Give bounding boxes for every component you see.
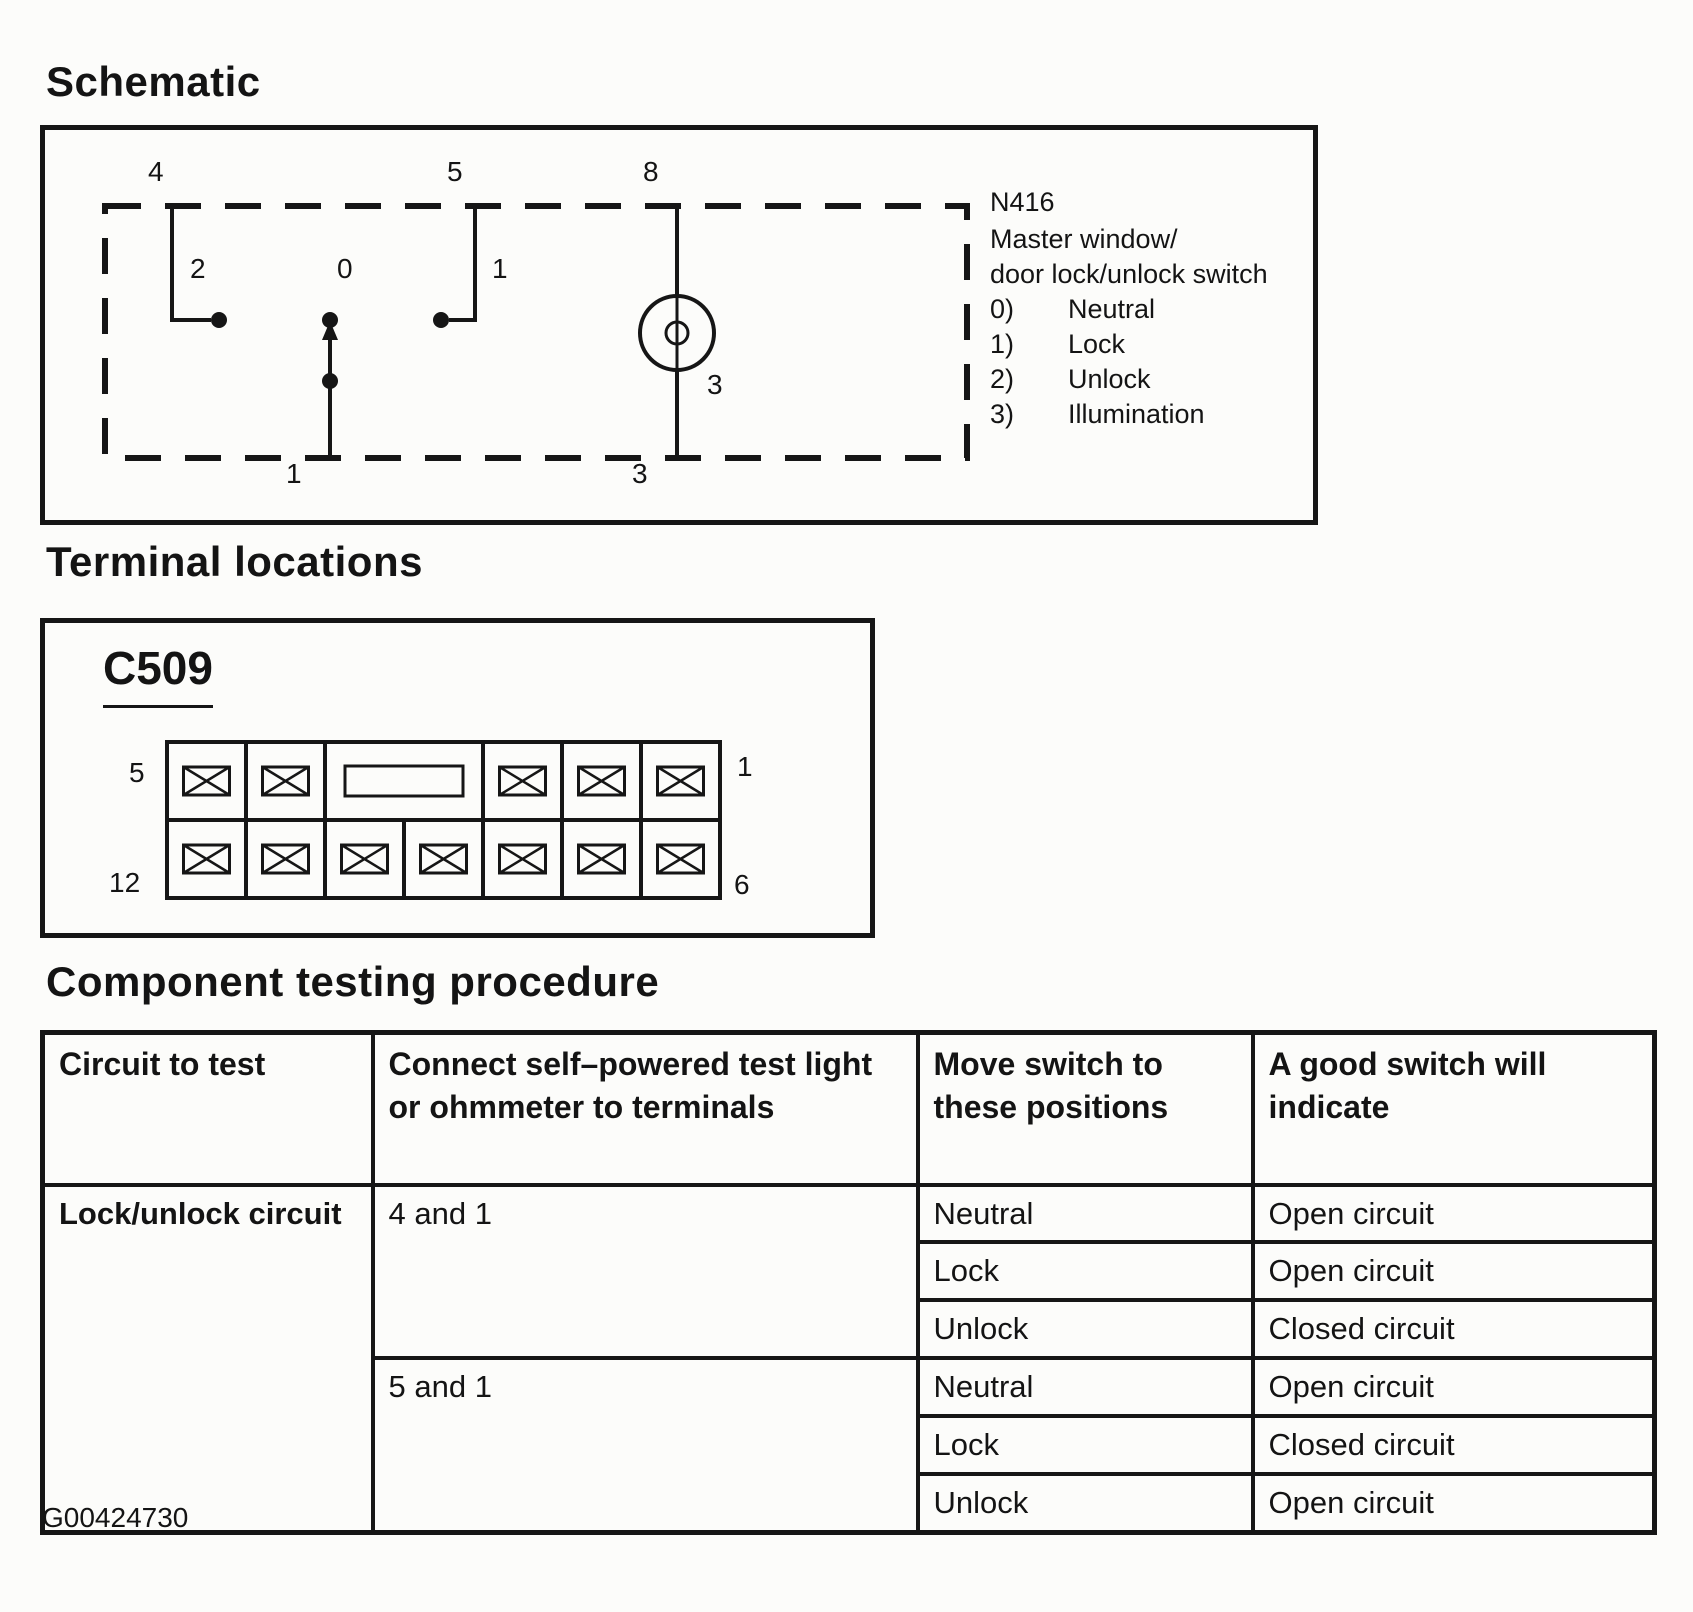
legend-item-unlock: 2)Unlock	[990, 364, 1151, 394]
testing-table: Circuit to test Connect self–powered tes…	[40, 1030, 1657, 1535]
legend-title-line2: door lock/unlock switch	[990, 259, 1268, 289]
position-cell: Neutral	[915, 1356, 1255, 1418]
pin-label-bottom-3: 3	[632, 458, 648, 489]
legend-item-neutral: 0)Neutral	[990, 294, 1156, 324]
pin-label-bottom-1: 1	[286, 458, 302, 489]
col-header-move: Move switch to these positions	[915, 1030, 1255, 1187]
terminals-cell: 5 and 1	[370, 1356, 920, 1535]
col-header-connect: Connect self–powered test light or ohmme…	[370, 1030, 920, 1187]
result-cell: Open circuit	[1250, 1182, 1657, 1245]
component-id: N416	[990, 187, 1055, 217]
pin5-lead	[433, 206, 477, 328]
connector-bottom-row	[165, 818, 722, 900]
circuit-cell: Lock/unlock circuit	[40, 1182, 375, 1535]
pin-label-4: 4	[148, 156, 164, 187]
legend-item-lock: 1)Lock	[990, 329, 1126, 359]
switch-lever	[322, 312, 338, 458]
legend-item-illumination: 3)Illumination	[990, 399, 1205, 429]
legend-title-line1: Master window/	[990, 224, 1178, 254]
connector-top-row	[165, 740, 722, 822]
position-cell: Neutral	[915, 1182, 1255, 1245]
terminal-label-1: 1	[737, 751, 753, 782]
position-cell: Unlock	[915, 1298, 1255, 1361]
table-header-row: Circuit to test Connect self–powered tes…	[40, 1030, 1657, 1187]
keyway-cell	[323, 740, 485, 822]
terminal-label-6: 6	[734, 869, 750, 900]
col-header-circuit: Circuit to test	[40, 1030, 375, 1187]
position-cell: Lock	[915, 1413, 1255, 1476]
result-cell: Closed circuit	[1250, 1413, 1657, 1476]
lamp-label-3: 3	[707, 369, 723, 400]
table-row: Lock Closed circuit	[43, 1413, 1657, 1476]
schematic-heading: Schematic	[46, 58, 261, 105]
contact-label-1: 1	[492, 253, 508, 284]
pin4-lead	[170, 206, 227, 328]
table-row: Lock/unlock circuit 4 and 1 Neutral Open…	[40, 1182, 1657, 1535]
position-cell: Lock	[915, 1240, 1255, 1303]
terminal-label-12: 12	[109, 867, 141, 898]
table-row: 5 and 1 Neutral Open circuit	[43, 1356, 1657, 1535]
terminal-label-5: 5	[129, 757, 145, 788]
table-row: Unlock Open circuit	[43, 1471, 1657, 1535]
switch-boundary-dashed	[102, 203, 970, 461]
schematic-legend: N416 Master window/ door lock/unlock swi…	[990, 185, 1268, 432]
result-cell: Open circuit	[1250, 1240, 1657, 1303]
contact-label-2: 2	[190, 253, 206, 284]
figure-code: G00424730	[42, 1502, 189, 1533]
col-header-result: A good switch will indicate	[1250, 1030, 1657, 1187]
result-cell: Closed circuit	[1250, 1298, 1657, 1361]
contact-label-0: 0	[337, 253, 353, 284]
pin-label-8: 8	[643, 156, 659, 187]
illumination-lamp-icon	[638, 206, 716, 458]
pin-label-5: 5	[447, 156, 463, 187]
result-cell: Open circuit	[1250, 1356, 1657, 1418]
terminal-locations-heading: Terminal locations	[46, 538, 423, 585]
schematic-box: 4 5 8 2 0 1 1 3 3 N416 Master window/ do…	[40, 125, 1318, 525]
result-cell: Open circuit	[1250, 1471, 1657, 1535]
connector-drawing	[165, 740, 722, 900]
connector-id: C509	[103, 641, 213, 708]
terminal-locations-box: C509	[40, 618, 875, 938]
table-row: Lock Open circuit	[43, 1240, 1657, 1303]
position-cell: Unlock	[915, 1471, 1255, 1535]
schematic-drawing	[102, 203, 970, 461]
testing-heading: Component testing procedure	[46, 958, 660, 1005]
keyway-slot	[343, 764, 465, 798]
table-row: Unlock Closed circuit	[43, 1298, 1657, 1361]
terminals-cell: 4 and 1	[370, 1182, 920, 1361]
